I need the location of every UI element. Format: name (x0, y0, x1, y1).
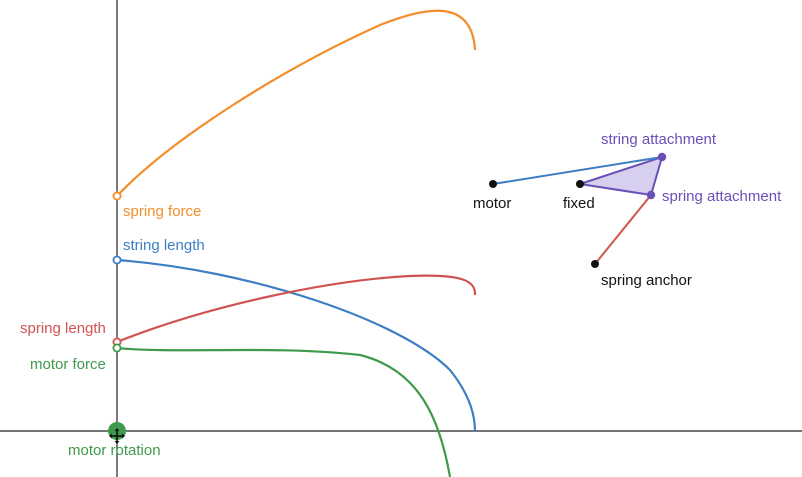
fixed-point[interactable] (576, 180, 584, 188)
spring-length-curve[interactable] (116, 274, 477, 344)
motor-point[interactable] (489, 180, 497, 188)
spring-anchor-point[interactable] (591, 260, 599, 268)
spring-force-point[interactable] (112, 191, 122, 201)
linkage-triangle[interactable] (579, 155, 664, 197)
motor-string-link[interactable] (492, 156, 663, 185)
fixed-label: fixed (563, 195, 595, 212)
string-attachment-point[interactable] (657, 152, 667, 162)
spring-anchor-label: spring anchor (601, 272, 692, 289)
string-length-point[interactable] (112, 255, 122, 265)
spring-attachment-point[interactable] (646, 190, 656, 200)
motor-force-curve[interactable] (116, 346, 452, 477)
spring-force-label: spring force (123, 203, 201, 220)
motor-rotation-label: motor rotation (68, 442, 161, 459)
string-length-label: string length (123, 237, 205, 254)
spring-link[interactable] (594, 194, 652, 265)
motor-force-label: motor force (30, 356, 106, 373)
string-length-curve[interactable] (116, 258, 477, 432)
spring-attachment-label: spring attachment (662, 188, 782, 205)
string-attachment-label: string attachment (601, 131, 717, 148)
motor-label: motor (473, 195, 511, 212)
motor-force-point[interactable] (112, 343, 122, 353)
spring-force-curve[interactable] (116, 9, 477, 197)
spring-length-label: spring length (20, 320, 106, 337)
move-icon[interactable] (109, 428, 125, 444)
